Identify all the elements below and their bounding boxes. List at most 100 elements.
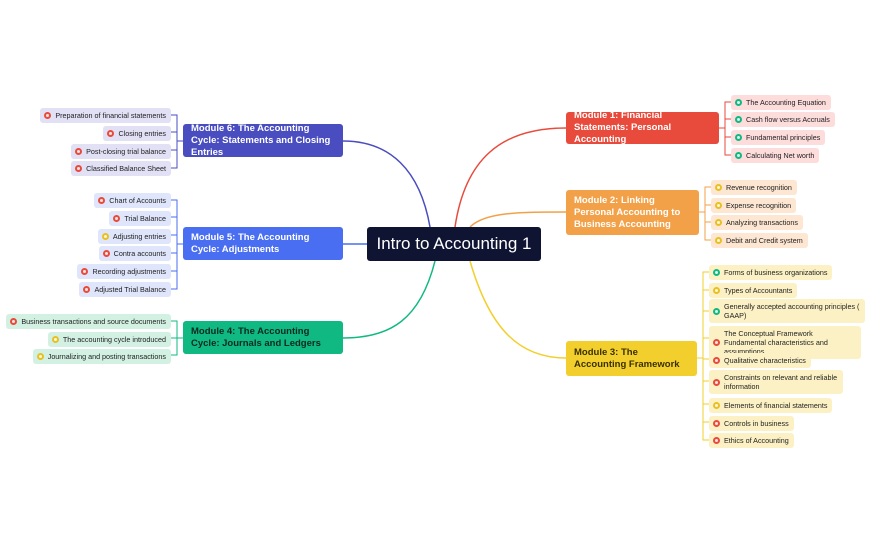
subtopic-accounting-equation[interactable]: The Accounting Equation [731, 95, 831, 110]
subtopic-calculating-net-worth[interactable]: Calculating Net worth [731, 148, 820, 163]
subtopic-label: Adjusted Trial Balance [94, 285, 166, 294]
module-3-topic[interactable]: Module 3: The Accounting Framework [566, 341, 697, 376]
subtopic-label: Revenue recognition [726, 183, 792, 192]
priority-red-icon [713, 437, 720, 444]
subtopic-controls-in-business[interactable]: Controls in business [709, 416, 794, 431]
subtopic-label: Controls in business [724, 419, 789, 428]
priority-red-icon [44, 112, 52, 119]
priority-red-icon [10, 318, 18, 325]
module-1-topic[interactable]: Module 1: Financial Statements: Personal… [566, 110, 719, 145]
subtopic-label: Expense recognition [726, 201, 792, 210]
subtopic-label: Recording adjustments [92, 267, 166, 276]
priority-green-icon [735, 152, 742, 159]
priority-green-icon [735, 116, 742, 123]
subtopic-label: Generally accepted accounting principles… [724, 302, 860, 320]
module-1-title: Module 1: Financial Statements: Personal… [574, 110, 672, 145]
priority-yellow-icon [715, 237, 722, 244]
priority-green-icon [735, 99, 742, 106]
priority-yellow-icon [51, 336, 59, 343]
priority-green-icon [713, 307, 720, 315]
module-6-title: Module 6: The Accounting Cycle: Statemen… [191, 122, 331, 158]
subtopic-label: Qualitative characteristics [724, 356, 806, 365]
subtopic-label: Elements of financial statements [724, 401, 828, 410]
subtopic-label: Contra accounts [113, 249, 166, 258]
priority-red-icon [713, 420, 720, 427]
priority-red-icon [102, 250, 110, 257]
priority-red-icon [713, 378, 720, 386]
subtopic-expense-recognition[interactable]: Expense recognition [711, 198, 797, 213]
priority-green-icon [713, 269, 720, 276]
subtopic-forms-of-business[interactable]: Forms of business organizations [709, 265, 833, 280]
subtopic-label: Classified Balance Sheet [86, 164, 166, 173]
subtopic-label: Ethics of Accounting [724, 436, 789, 445]
priority-red-icon [113, 215, 121, 222]
subtopic-adjusting-entries[interactable]: Adjusting entries [97, 229, 171, 244]
module-6-topic[interactable]: Module 6: The Accounting Cycle: Statemen… [183, 122, 343, 158]
subtopic-debit-credit-system[interactable]: Debit and Credit system [711, 233, 808, 248]
subtopic-label: Preparation of financial statements [55, 111, 166, 120]
priority-red-icon [75, 165, 83, 172]
module-5-topic[interactable]: Module 5: The Accounting Cycle: Adjustme… [183, 227, 343, 260]
subtopic-post-closing-trial-balance[interactable]: Post-closing trial balance [71, 144, 171, 159]
priority-yellow-icon [713, 402, 720, 409]
priority-yellow-icon [713, 287, 720, 294]
module-3-title: Module 3: The Accounting Framework [574, 346, 680, 370]
priority-red-icon [713, 339, 720, 346]
priority-yellow-icon [715, 219, 722, 226]
central-topic[interactable]: Intro to Accounting 1 [367, 227, 541, 261]
priority-yellow-icon [36, 353, 44, 360]
module-2-title: Module 2: Linking Personal Accounting to… [574, 194, 681, 230]
subtopic-revenue-recognition[interactable]: Revenue recognition [711, 180, 797, 195]
subtopic-closing-entries[interactable]: Closing entries [103, 126, 171, 141]
subtopic-types-of-accountants[interactable]: Types of Accountants [709, 283, 798, 298]
subtopic-label: Analyzing transactions [726, 218, 798, 227]
priority-green-icon [735, 134, 742, 141]
subtopic-analyzing-transactions[interactable]: Analyzing transactions [711, 215, 803, 230]
subtopic-label: Forms of business organizations [724, 268, 828, 277]
priority-red-icon [81, 268, 89, 275]
subtopic-qualitative-characteristics[interactable]: Qualitative characteristics [709, 353, 811, 368]
subtopic-preparation-of-statements[interactable]: Preparation of financial statements [40, 108, 171, 123]
subtopic-label: Chart of Accounts [109, 196, 166, 205]
module-4-topic[interactable]: Module 4: The Accounting Cycle: Journals… [183, 321, 343, 354]
subtopic-label: Fundamental principles [746, 133, 821, 142]
subtopic-label: Closing entries [118, 129, 166, 138]
priority-red-icon [98, 197, 106, 204]
priority-red-icon [713, 357, 720, 364]
subtopic-constraints[interactable]: Constraints on relevant and reliable inf… [709, 370, 843, 394]
priority-red-icon [83, 286, 91, 293]
subtopic-accounting-cycle-introduced[interactable]: The accounting cycle introduced [47, 332, 171, 347]
priority-red-icon [75, 148, 83, 155]
subtopic-label: The accounting cycle introduced [62, 335, 166, 344]
subtopic-label: Journalizing and posting transactions [47, 352, 166, 361]
subtopic-recording-adjustments[interactable]: Recording adjustments [77, 264, 171, 279]
subtopic-gaap[interactable]: Generally accepted accounting principles… [709, 299, 865, 323]
priority-yellow-icon [715, 184, 722, 191]
subtopic-label: Types of Accountants [724, 286, 793, 295]
subtopic-label: Adjusting entries [112, 232, 166, 241]
subtopic-label: The Accounting Equation [746, 98, 826, 107]
priority-yellow-icon [715, 202, 722, 209]
subtopic-contra-accounts[interactable]: Contra accounts [98, 246, 171, 261]
subtopic-business-transactions[interactable]: Business transactions and source documen… [6, 314, 171, 329]
subtopic-label: Constraints on relevant and reliable inf… [724, 373, 838, 391]
module-4-title: Module 4: The Accounting Cycle: Journals… [191, 325, 321, 349]
priority-yellow-icon [101, 233, 109, 240]
subtopic-ethics[interactable]: Ethics of Accounting [709, 433, 794, 448]
subtopic-label: Trial Balance [124, 214, 166, 223]
subtopic-fundamental-principles[interactable]: Fundamental principles [731, 130, 826, 145]
subtopic-classified-balance-sheet[interactable]: Classified Balance Sheet [71, 161, 171, 176]
subtopic-label: Post-closing trial balance [86, 147, 166, 156]
subtopic-cash-flow-vs-accruals[interactable]: Cash flow versus Accruals [731, 112, 835, 127]
subtopic-elements-of-statements[interactable]: Elements of financial statements [709, 398, 833, 413]
subtopic-label: The Conceptual Framework Fundamental cha… [724, 329, 828, 356]
module-2-topic[interactable]: Module 2: Linking Personal Accounting to… [566, 190, 699, 235]
subtopic-adjusted-trial-balance[interactable]: Adjusted Trial Balance [79, 282, 171, 297]
subtopic-label: Debit and Credit system [726, 236, 803, 245]
subtopic-chart-of-accounts[interactable]: Chart of Accounts [94, 193, 171, 208]
module-5-title: Module 5: The Accounting Cycle: Adjustme… [191, 231, 310, 255]
subtopic-label: Calculating Net worth [746, 151, 815, 160]
subtopic-journalizing-posting[interactable]: Journalizing and posting transactions [32, 349, 171, 364]
subtopic-trial-balance[interactable]: Trial Balance [109, 211, 171, 226]
